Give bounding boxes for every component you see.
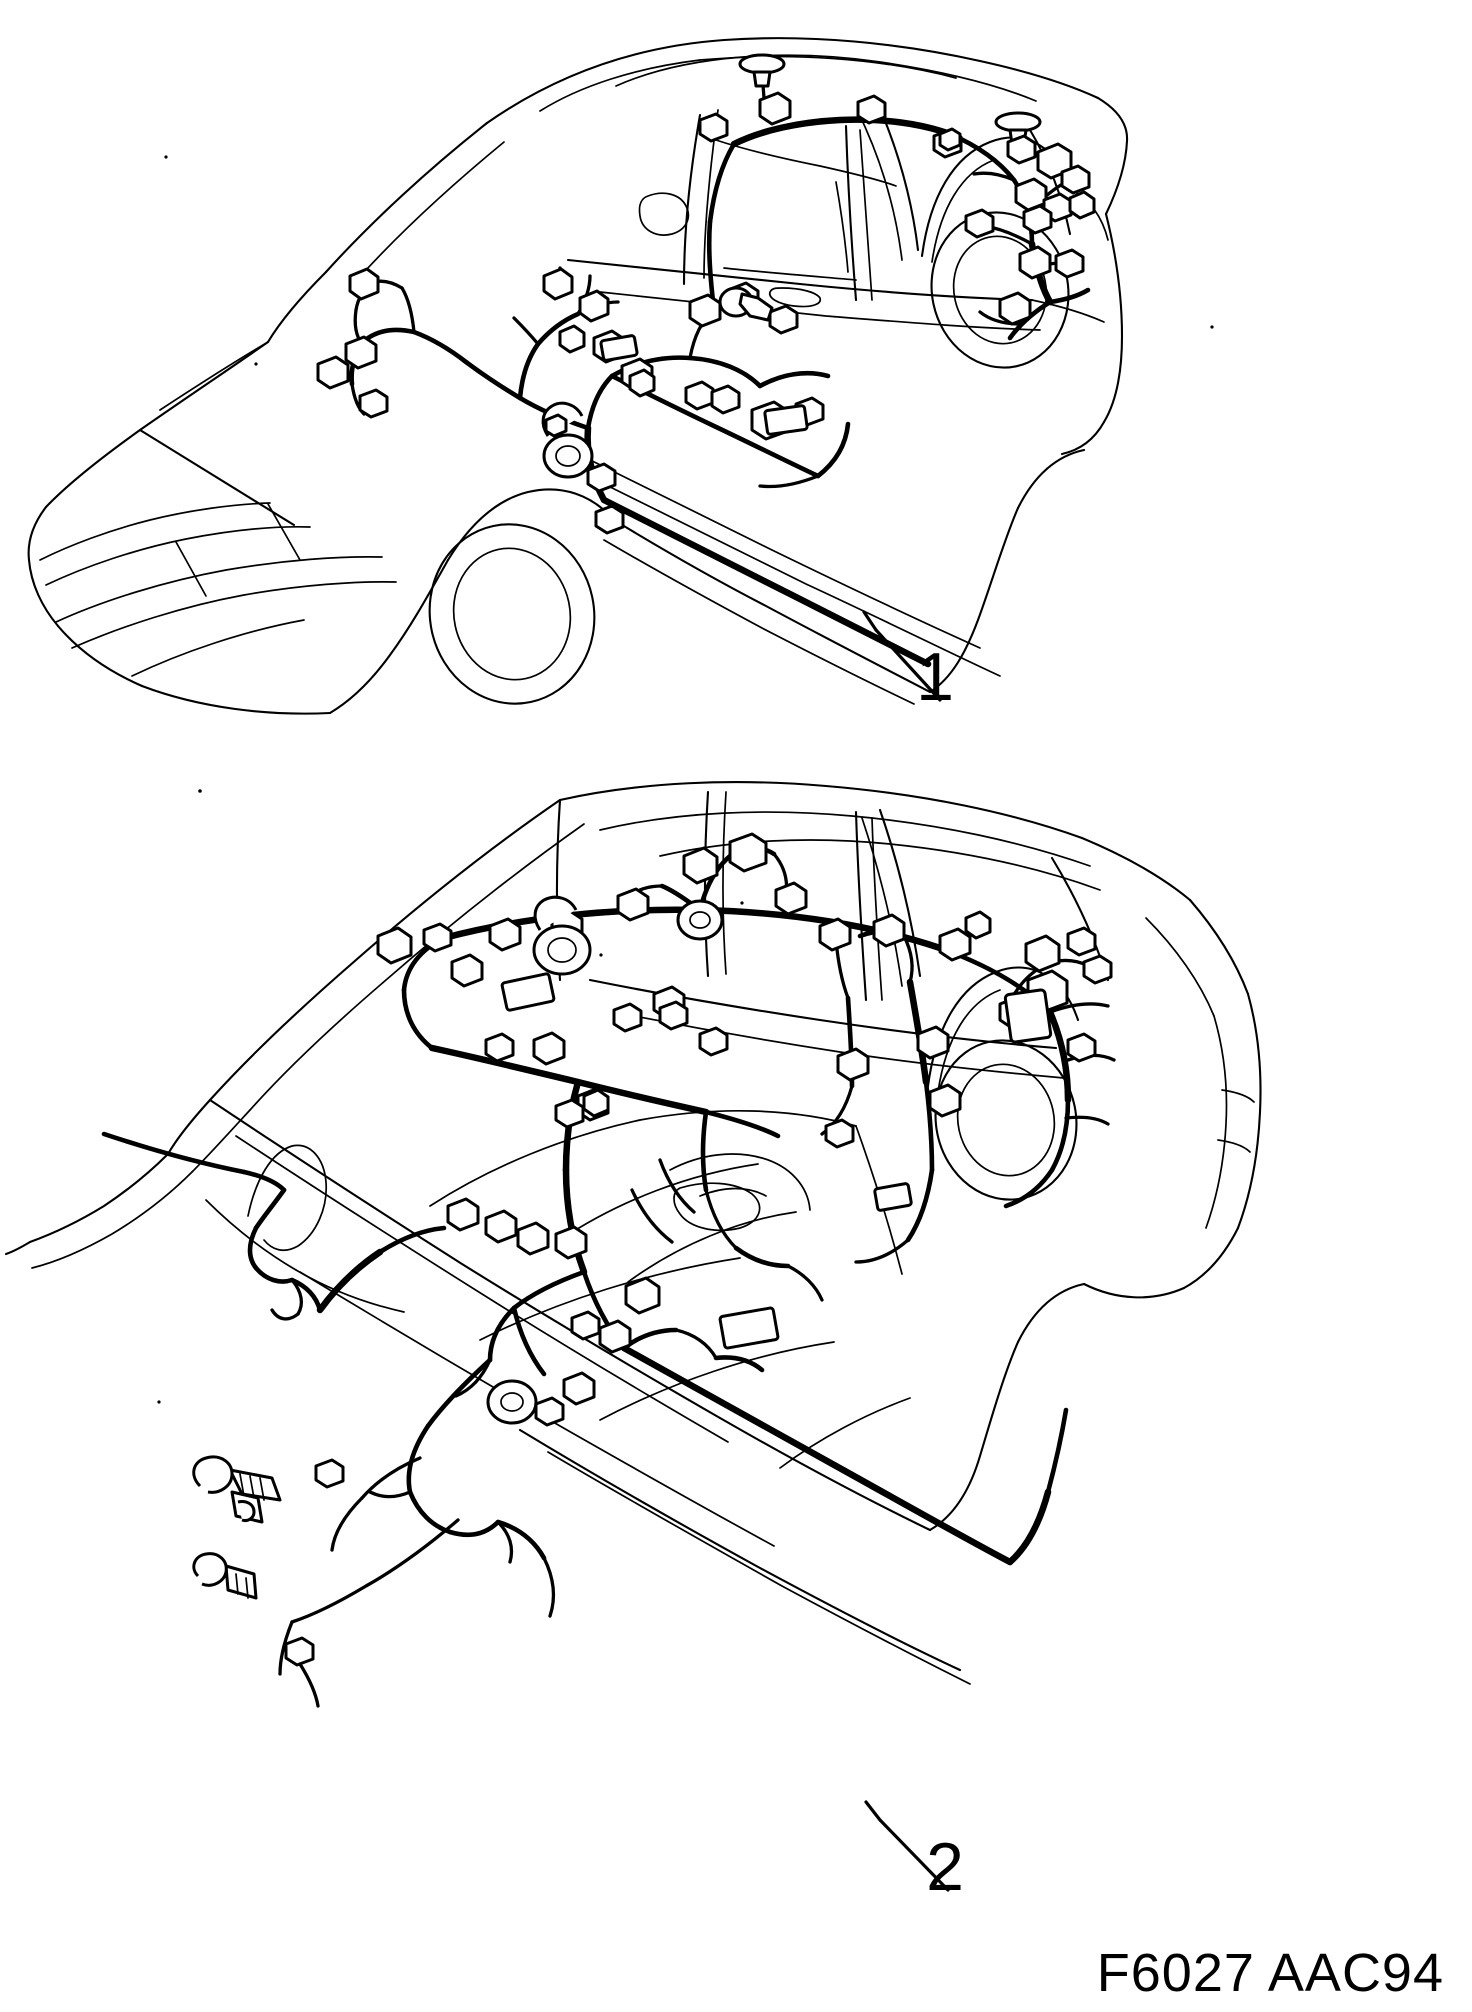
callout-1-group bbox=[862, 610, 942, 702]
round-component-1 bbox=[541, 401, 594, 479]
ribbed-connector bbox=[192, 1455, 282, 1600]
wiring-harness-1 bbox=[316, 53, 1096, 668]
round-component-5 bbox=[676, 899, 724, 941]
car-body-outline-upper bbox=[27, 37, 1129, 715]
callout-label-1: 1 bbox=[916, 639, 954, 715]
wiring-harness-2 bbox=[101, 832, 1116, 1708]
figure-1-group bbox=[27, 37, 1129, 715]
scan-specks bbox=[157, 155, 1214, 1404]
figure-caption: F6027 AAC94 bbox=[1096, 1943, 1444, 2003]
round-component-4 bbox=[486, 1379, 538, 1425]
callout-label-2: 2 bbox=[926, 1829, 964, 1905]
round-component-2 bbox=[718, 286, 774, 322]
callout-2-group bbox=[864, 1800, 950, 1892]
round-component-3 bbox=[532, 895, 592, 976]
harness-connectors-1 bbox=[316, 91, 1096, 535]
figure-2-group bbox=[4, 781, 1262, 1892]
